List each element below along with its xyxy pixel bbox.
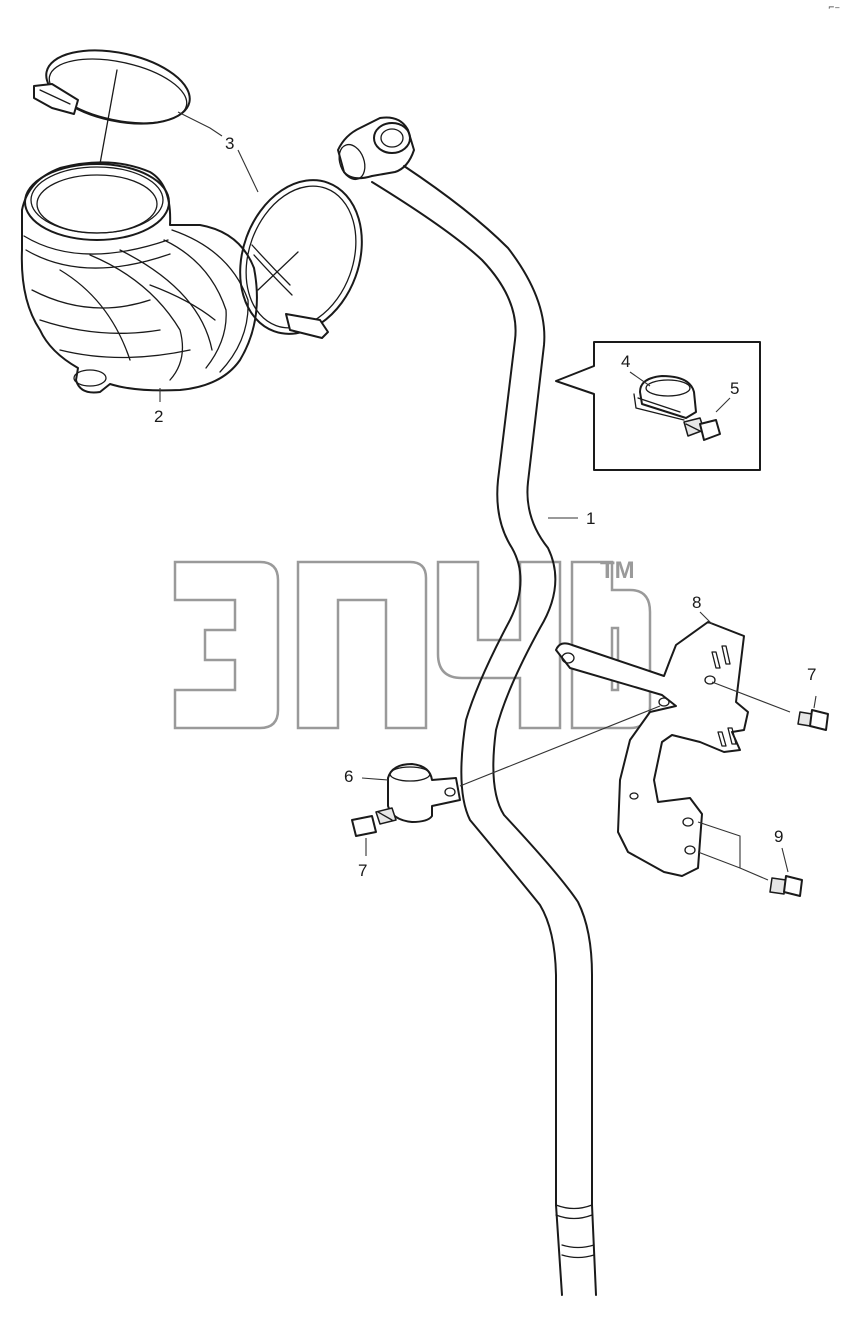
callout-bracket-bolt: 9 [774, 827, 783, 846]
callout-clamp: 3 [225, 134, 234, 153]
callout-air-hose: 2 [154, 407, 163, 426]
callout-bolt-right: 7 [807, 665, 816, 684]
lower-hose-clamp [239, 179, 363, 339]
callout-bolt-detail: 5 [730, 379, 739, 398]
callout-bolt-left: 7 [358, 861, 367, 880]
clip-detail-box [555, 341, 761, 471]
trademark-mark: TM [600, 557, 635, 584]
breather-pipe [337, 116, 597, 1296]
corner-mark: ⌐‒ [828, 3, 840, 12]
pipe-clip [351, 705, 661, 856]
callout-pipe-clip: 6 [344, 767, 353, 786]
air-intake-hose [20, 161, 258, 402]
watermark-logo: TM [173, 557, 652, 730]
mounting-bracket [555, 611, 749, 877]
bracket-bolts [697, 681, 829, 897]
callout-clip-detail: 4 [621, 352, 630, 371]
callout-bracket: 8 [692, 593, 701, 612]
callout-pipe: 1 [586, 509, 595, 528]
upper-hose-clamp [33, 49, 191, 231]
